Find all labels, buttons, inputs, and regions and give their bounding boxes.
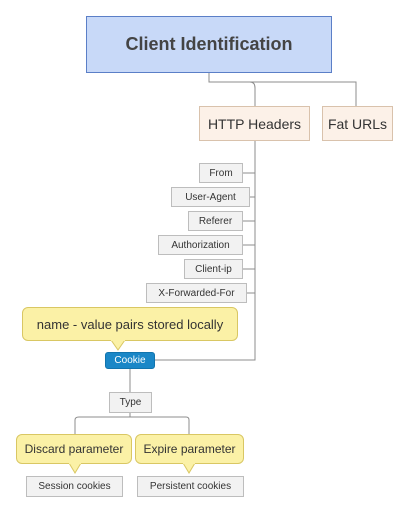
connector-type-branch bbox=[74, 416, 190, 434]
header-authorization[interactable]: Authorization bbox=[158, 235, 243, 255]
root-node-client-identification[interactable]: Client Identification bbox=[86, 16, 332, 73]
header-user-agent[interactable]: User-Agent bbox=[171, 187, 250, 207]
callout-cookie-note: name - value pairs stored locally bbox=[22, 307, 238, 341]
header-client-ip[interactable]: Client-ip bbox=[184, 259, 243, 279]
branch-fat-urls[interactable]: Fat URLs bbox=[322, 106, 393, 141]
cookie-node[interactable]: Cookie bbox=[105, 352, 155, 369]
callout-expire-pointer bbox=[182, 463, 196, 474]
callout-discard-pointer bbox=[68, 463, 82, 474]
header-x-forwarded-for[interactable]: X-Forwarded-For bbox=[146, 283, 247, 303]
connector-http-spine bbox=[155, 141, 256, 361]
persistent-cookies-node[interactable]: Persistent cookies bbox=[137, 476, 244, 497]
connector-root-branches bbox=[208, 73, 357, 106]
header-from[interactable]: From bbox=[199, 163, 243, 183]
callout-expire-parameter: Expire parameter bbox=[135, 434, 244, 464]
header-referer[interactable]: Referer bbox=[188, 211, 243, 231]
callout-discard-parameter: Discard parameter bbox=[16, 434, 132, 464]
callout-cookie-pointer bbox=[110, 340, 126, 351]
branch-http-headers[interactable]: HTTP Headers bbox=[199, 106, 310, 141]
session-cookies-node[interactable]: Session cookies bbox=[26, 476, 123, 497]
connector-root-http bbox=[209, 81, 256, 106]
cookie-type-node[interactable]: Type bbox=[109, 392, 152, 413]
